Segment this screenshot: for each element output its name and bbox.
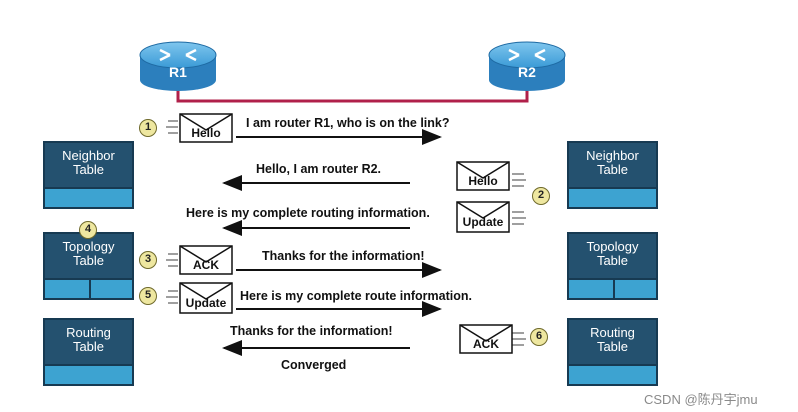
router-link bbox=[176, 82, 529, 103]
step-badge-2: 2 bbox=[532, 187, 550, 205]
right-neighbor-table-label: Neighbor Table bbox=[586, 148, 639, 177]
left-neighbor-table: Neighbor Table bbox=[43, 141, 134, 209]
right-routing-table-strip bbox=[569, 364, 656, 384]
watermark-text: CSDN @陈丹宇jmu bbox=[644, 392, 758, 407]
step-badge-1: 1 bbox=[139, 119, 157, 137]
message-converged-text: Converged bbox=[281, 358, 347, 372]
right-topology-table: Topology Table bbox=[567, 232, 658, 300]
step-badge-5: 5 bbox=[139, 287, 157, 305]
envelope-ack-r2-icon bbox=[459, 324, 526, 354]
envelope-update-r2-icon bbox=[456, 201, 526, 233]
left-topology-table-strip bbox=[45, 278, 132, 298]
envelope-update-r2-label: Update bbox=[462, 215, 504, 229]
right-neighbor-table-strip bbox=[569, 187, 656, 207]
left-routing-table: Routing Table bbox=[43, 318, 134, 386]
router-r1-label: R1 bbox=[169, 64, 187, 80]
step-badge-3: 3 bbox=[139, 251, 157, 269]
envelope-hello-r2-icon bbox=[456, 161, 526, 191]
right-topology-table-label: Topology Table bbox=[586, 239, 639, 268]
left-routing-table-label: Routing Table bbox=[66, 325, 111, 354]
envelope-hello-r1-label: Hello bbox=[191, 126, 221, 140]
envelope-update-r1-label: Update bbox=[185, 296, 227, 310]
envelope-ack-r1-icon bbox=[166, 245, 233, 275]
left-topology-table-label: Topology Table bbox=[62, 239, 115, 268]
right-topology-table-strip bbox=[569, 278, 656, 298]
message-6-text: Thanks for the information! bbox=[230, 324, 393, 338]
envelope-ack-r2-label: ACK bbox=[473, 337, 499, 351]
message-5-text: Here is my complete route information. bbox=[240, 289, 472, 303]
router-r2-icon bbox=[488, 41, 566, 91]
message-2-text: Hello, I am router R2. bbox=[256, 162, 382, 176]
step-badge-6: 6 bbox=[530, 328, 548, 346]
left-routing-table-strip bbox=[45, 364, 132, 384]
router-r1-icon bbox=[139, 41, 217, 91]
left-topology-table: Topology Table bbox=[43, 232, 134, 300]
left-neighbor-table-label: Neighbor Table bbox=[62, 148, 115, 177]
right-routing-table: Routing Table bbox=[567, 318, 658, 386]
step-badge-4: 4 bbox=[79, 221, 97, 239]
router-r2-label: R2 bbox=[518, 64, 536, 80]
envelope-update-r1-icon bbox=[166, 282, 233, 314]
message-3-text: Here is my complete routing information. bbox=[186, 206, 430, 220]
message-1-text: I am router R1, who is on the link? bbox=[246, 116, 450, 130]
envelope-hello-r1-icon bbox=[166, 113, 233, 143]
right-neighbor-table: Neighbor Table bbox=[567, 141, 658, 209]
envelope-hello-r2-label: Hello bbox=[468, 174, 498, 188]
right-routing-table-label: Routing Table bbox=[590, 325, 635, 354]
envelope-ack-r1-label: ACK bbox=[193, 258, 219, 272]
left-neighbor-table-strip bbox=[45, 187, 132, 207]
message-4-text: Thanks for the information! bbox=[262, 249, 425, 263]
